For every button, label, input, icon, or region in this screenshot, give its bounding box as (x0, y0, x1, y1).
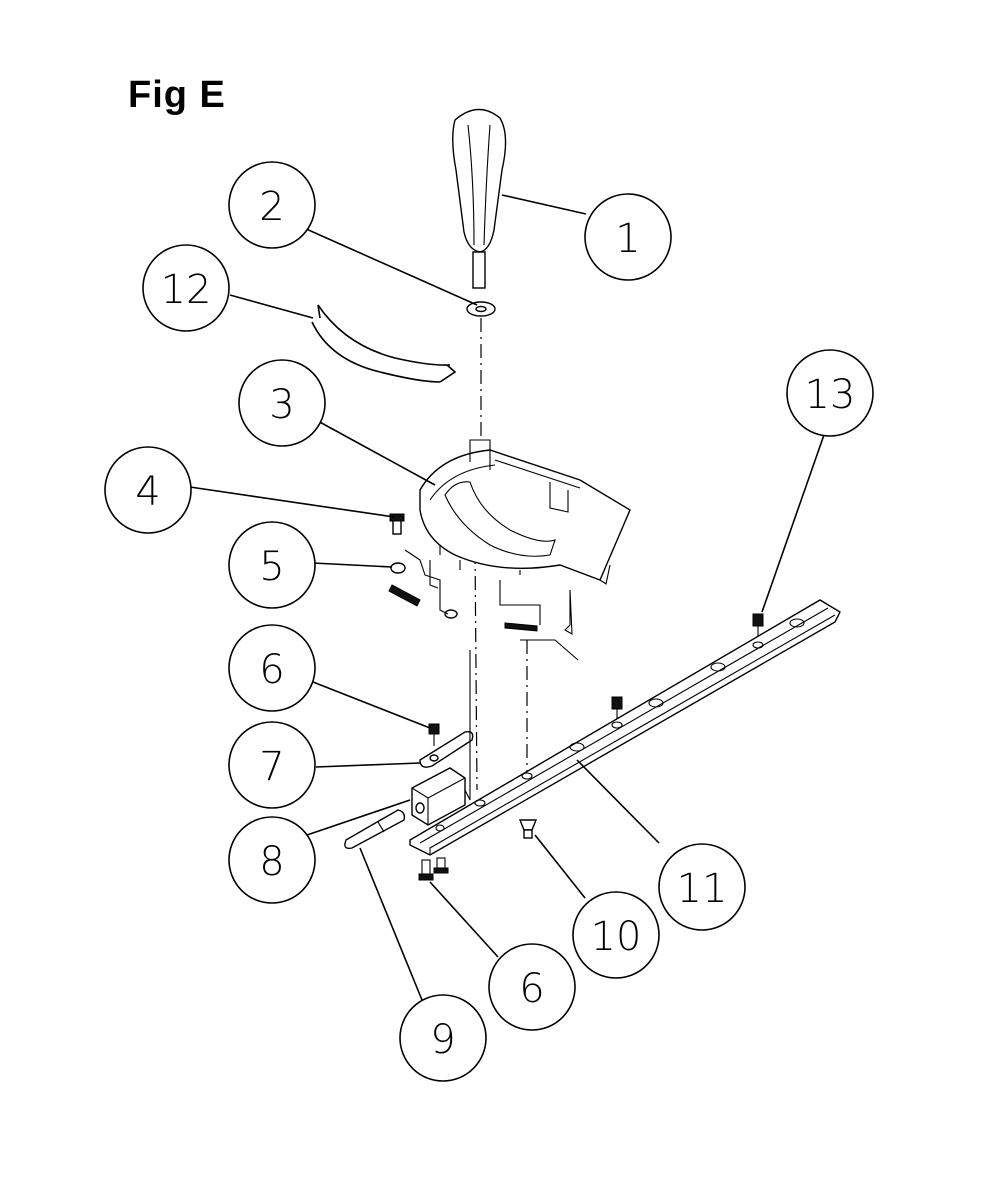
callout-label: 6 (519, 966, 544, 1012)
callout-label: 6 (259, 647, 284, 693)
callout-6b: 6 (488, 943, 576, 1031)
part-scale-strip (311, 304, 457, 383)
callout-7: 7 (228, 721, 316, 809)
callout-circle (228, 161, 316, 249)
part-handle (452, 108, 507, 289)
part-miter-body (419, 439, 631, 585)
callout-5: 5 (228, 521, 316, 609)
callout-circle (488, 943, 576, 1031)
callout-1: 1 (584, 193, 672, 281)
callout-11: 11 (658, 843, 746, 931)
callout-label: 2 (259, 184, 284, 230)
callout-circle (584, 193, 672, 281)
part-lever-assembly (411, 650, 474, 826)
callout-label: 5 (259, 544, 284, 590)
part-screws-lower (418, 857, 449, 881)
callout-9: 9 (399, 994, 487, 1082)
callout-13: 13 (786, 349, 874, 437)
callout-label: 7 (259, 744, 284, 790)
callout-label: 11 (677, 866, 728, 912)
callout-label: 8 (259, 839, 284, 885)
callout-circle (572, 891, 660, 979)
part-flathead-screw (518, 819, 538, 839)
part-nut-bolt (388, 549, 458, 619)
leader-lines (189, 194, 826, 1001)
callout-circle (104, 446, 192, 534)
callout-circle (228, 521, 316, 609)
figure-title: Fig E (128, 74, 226, 116)
callout-2: 2 (228, 161, 316, 249)
part-miter-bar (409, 599, 841, 856)
callout-circle (142, 244, 230, 332)
callout-label: 12 (161, 267, 212, 313)
callout-label: 13 (805, 372, 856, 418)
part-pin (344, 809, 406, 850)
callout-6a: 6 (228, 624, 316, 712)
callout-label: 9 (430, 1017, 455, 1063)
part-screw-body (499, 580, 579, 661)
callout-12: 12 (142, 244, 230, 332)
part-screw-4 (389, 513, 405, 535)
callout-circle (228, 624, 316, 712)
callout-circle (399, 994, 487, 1082)
callout-label: 4 (135, 469, 160, 515)
callout-10: 10 (572, 891, 660, 979)
callout-8: 8 (228, 816, 316, 904)
callout-label: 3 (269, 382, 294, 428)
callout-circle (238, 359, 326, 447)
callout-circle (786, 349, 874, 437)
callout-circle (658, 843, 746, 931)
callout-label: 1 (615, 216, 640, 262)
callout-label: 10 (591, 914, 642, 960)
callout-circle (228, 816, 316, 904)
callout-4: 4 (104, 446, 192, 534)
callout-3: 3 (238, 359, 326, 447)
callout-circle (228, 721, 316, 809)
part-washer (466, 301, 496, 317)
